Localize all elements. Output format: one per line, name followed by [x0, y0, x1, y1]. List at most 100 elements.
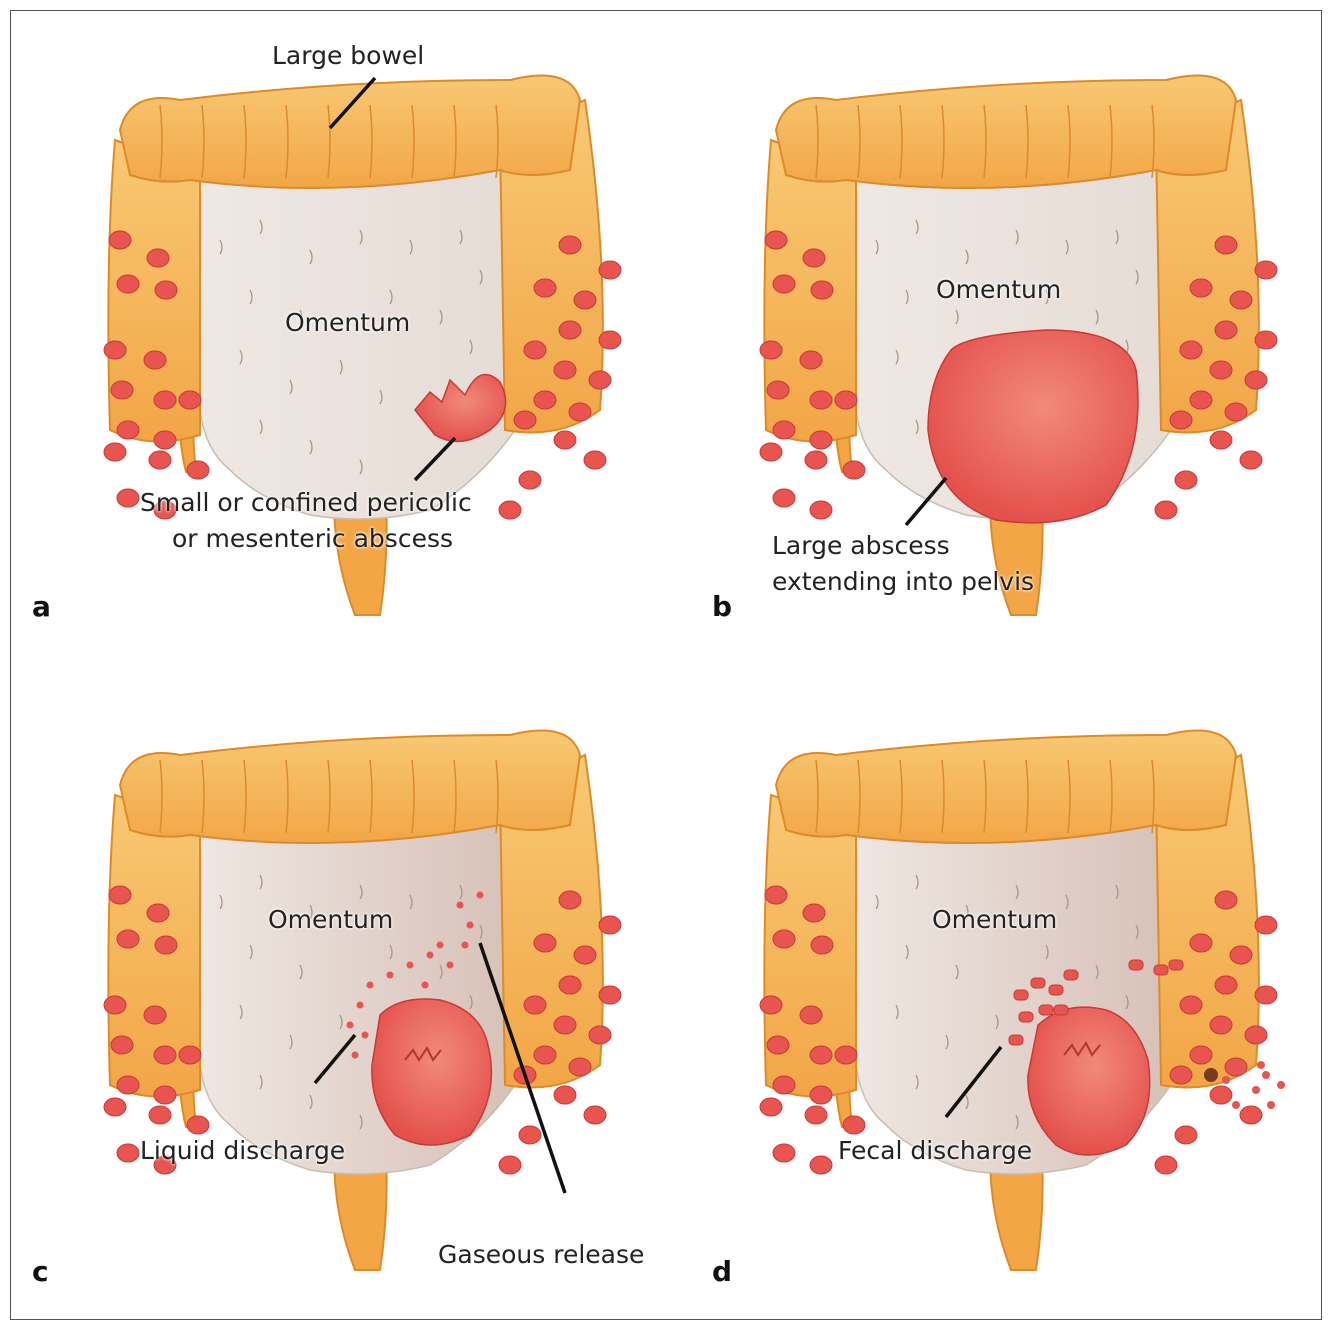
diverticulum [1244, 370, 1268, 390]
omentum-texture [219, 894, 223, 910]
diverticulum [1209, 360, 1233, 380]
panel-d: Omentum Fecal discharge d [666, 665, 1322, 1320]
diverticulum [759, 995, 783, 1015]
fecal-fragment [1013, 989, 1029, 1001]
omentum-texture [915, 219, 919, 235]
fecal-fragment [1168, 959, 1184, 971]
omentum-texture [219, 239, 223, 255]
diverticulum [809, 500, 833, 520]
diverticulum [588, 1025, 612, 1045]
diverticulum [143, 350, 167, 370]
diverticulum [498, 500, 522, 520]
diverticulum [1209, 1085, 1233, 1105]
abscess-label-line1: Small or confined pericolic [140, 488, 472, 517]
haustra [1067, 104, 1071, 179]
haustra [1025, 104, 1029, 179]
gas-particle [446, 961, 454, 969]
diverticulum [759, 442, 783, 462]
gas-particle [476, 891, 484, 899]
diverticulum [553, 360, 577, 380]
diverticulum [810, 935, 834, 955]
haustra [369, 104, 373, 179]
diverticulum [809, 1085, 833, 1105]
abscess-label-line2: extending into pelvis [772, 567, 1035, 596]
omentum-texture [945, 1034, 949, 1050]
diverticulum [583, 1105, 607, 1125]
panel-a: Large bowel Omentum Small or confined pe… [10, 10, 666, 665]
abscess-pointer [904, 476, 948, 527]
diverticulum [759, 340, 783, 360]
omentum-texture [1045, 289, 1049, 305]
diverticulum [1254, 915, 1278, 935]
diverticulum [116, 1143, 140, 1163]
omentum-texture [1095, 964, 1099, 980]
haustra [1067, 759, 1071, 834]
omentum-texture [309, 439, 313, 455]
colon-illustration [759, 74, 1278, 616]
haustra [201, 104, 205, 179]
colon-illustration [103, 74, 622, 616]
diverticulum [108, 885, 132, 905]
diverticulum [558, 890, 582, 910]
haustra [1151, 104, 1155, 179]
transverse-colon [774, 729, 1238, 844]
diverticulum [103, 995, 127, 1015]
haustra [1109, 759, 1113, 834]
abscess-texture [1063, 1041, 1101, 1057]
haustra [899, 759, 903, 834]
panel-letter: a [32, 590, 51, 623]
gas-particle [361, 1031, 369, 1039]
diverticulum [146, 248, 170, 268]
haustra [285, 104, 289, 179]
diverticulum [772, 420, 796, 440]
omentum-texture [259, 1074, 263, 1090]
omentum-texture [1015, 1114, 1019, 1130]
diverticulum [1254, 260, 1278, 280]
diverticulum [842, 460, 866, 480]
omentum-texture [389, 944, 393, 960]
diverticulum [1169, 1065, 1193, 1085]
haustra [411, 759, 415, 834]
perforation-splash [1257, 1061, 1265, 1069]
gaseous-pointer [478, 942, 567, 1194]
haustra [815, 104, 819, 179]
diverticulum [110, 1035, 134, 1055]
diverticulum [518, 470, 542, 490]
haustra [369, 759, 373, 834]
omentum-texture [1115, 884, 1119, 900]
omentum-texture [995, 1014, 999, 1030]
omentum-texture [965, 1094, 969, 1110]
omentum-texture [1125, 994, 1129, 1010]
omentum-texture [299, 964, 303, 980]
diverticulum [799, 350, 823, 370]
diverticulum [108, 230, 132, 250]
fecal-pointer [944, 1045, 1003, 1119]
omentum-texture [409, 894, 413, 910]
omentum-texture [259, 219, 263, 235]
haustra [815, 759, 819, 834]
omentum-texture [1095, 309, 1099, 325]
diverticulum [116, 1075, 140, 1095]
omentum-texture [289, 1034, 293, 1050]
diverticulum [1254, 985, 1278, 1005]
omentum-label: Omentum [285, 308, 411, 337]
panel-letter: c [32, 1255, 49, 1288]
diverticulum [583, 450, 607, 470]
omentum-texture [259, 874, 263, 890]
diverticulum [143, 1005, 167, 1025]
omentum-texture [359, 229, 363, 245]
omentum-texture [249, 944, 253, 960]
omentum-texture [359, 459, 363, 475]
diverticulum [1239, 450, 1263, 470]
haustra [495, 104, 499, 179]
diverticulum [834, 1045, 858, 1065]
diverticulum [116, 929, 140, 949]
perforation-splash [1232, 1101, 1240, 1109]
diverticulum [558, 320, 582, 340]
gas-particle [406, 961, 414, 969]
haustra [857, 759, 861, 834]
omentum-texture [439, 309, 443, 325]
omentum-texture [1015, 884, 1019, 900]
omentum-texture [299, 309, 303, 325]
abscess [371, 998, 493, 1146]
